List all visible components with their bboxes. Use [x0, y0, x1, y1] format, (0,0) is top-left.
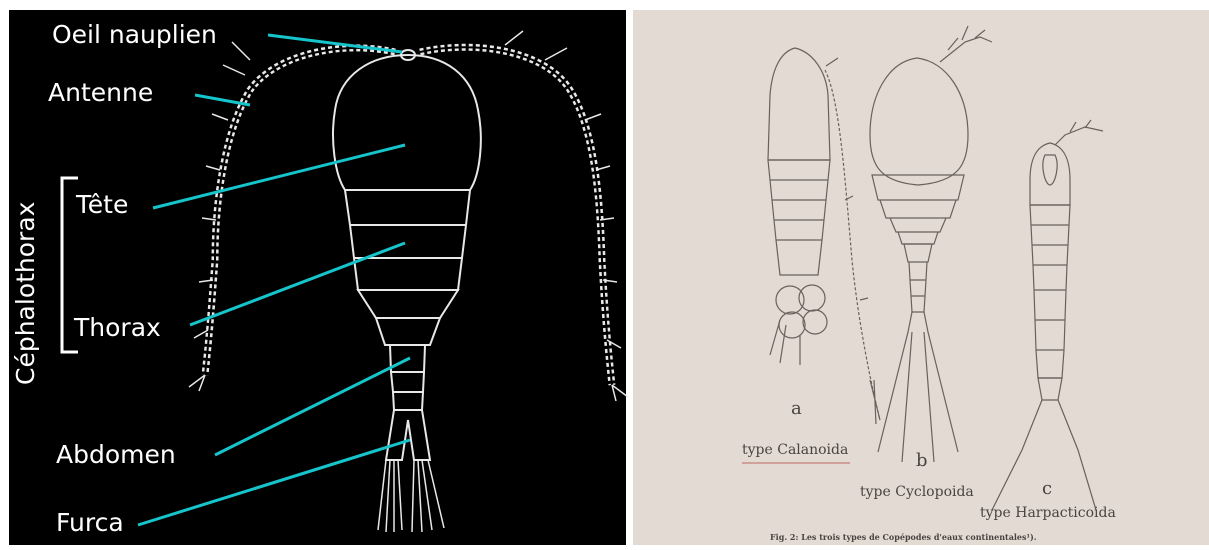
label-type-harpacticoida: type Harpacticoida — [980, 506, 1116, 520]
label-oeil-nauplien: Oeil nauplien — [52, 22, 217, 47]
right-antenna — [420, 47, 612, 385]
pointer-abdomen — [215, 358, 410, 455]
thorax-segments — [345, 190, 470, 318]
head-outline — [333, 55, 481, 190]
abdomen-segments — [376, 318, 440, 410]
label-furca: Furca — [56, 510, 124, 535]
plate-caption: Fig. 2: Les trois types de Copépodes d'e… — [770, 533, 1037, 541]
label-c: c — [1042, 480, 1052, 498]
label-antenne: Antenne — [48, 80, 153, 105]
label-thorax: Thorax — [74, 315, 161, 340]
furca-outline — [386, 410, 430, 460]
label-type-cyclopoida: type Cyclopoida — [860, 485, 974, 499]
pointer-furca — [138, 440, 410, 525]
furcal-setae — [378, 460, 444, 532]
label-tete: Tête — [76, 192, 128, 217]
left-antenna — [205, 48, 395, 375]
plate-drawings — [742, 26, 1103, 510]
label-abdomen: Abdomen — [56, 442, 176, 467]
label-cephalothorax: Céphalothorax — [13, 202, 38, 385]
label-b: b — [916, 452, 928, 470]
label-type-calanoida: type Calanoida — [742, 443, 848, 457]
pointer-lines — [138, 35, 410, 525]
label-a: a — [791, 400, 802, 418]
calanoida-drawing — [768, 48, 880, 424]
copepod-outline-drawing — [189, 31, 628, 532]
pointer-tete — [153, 145, 405, 208]
harpacticoida-drawing — [992, 120, 1103, 510]
cyclopoida-drawing — [870, 26, 992, 462]
